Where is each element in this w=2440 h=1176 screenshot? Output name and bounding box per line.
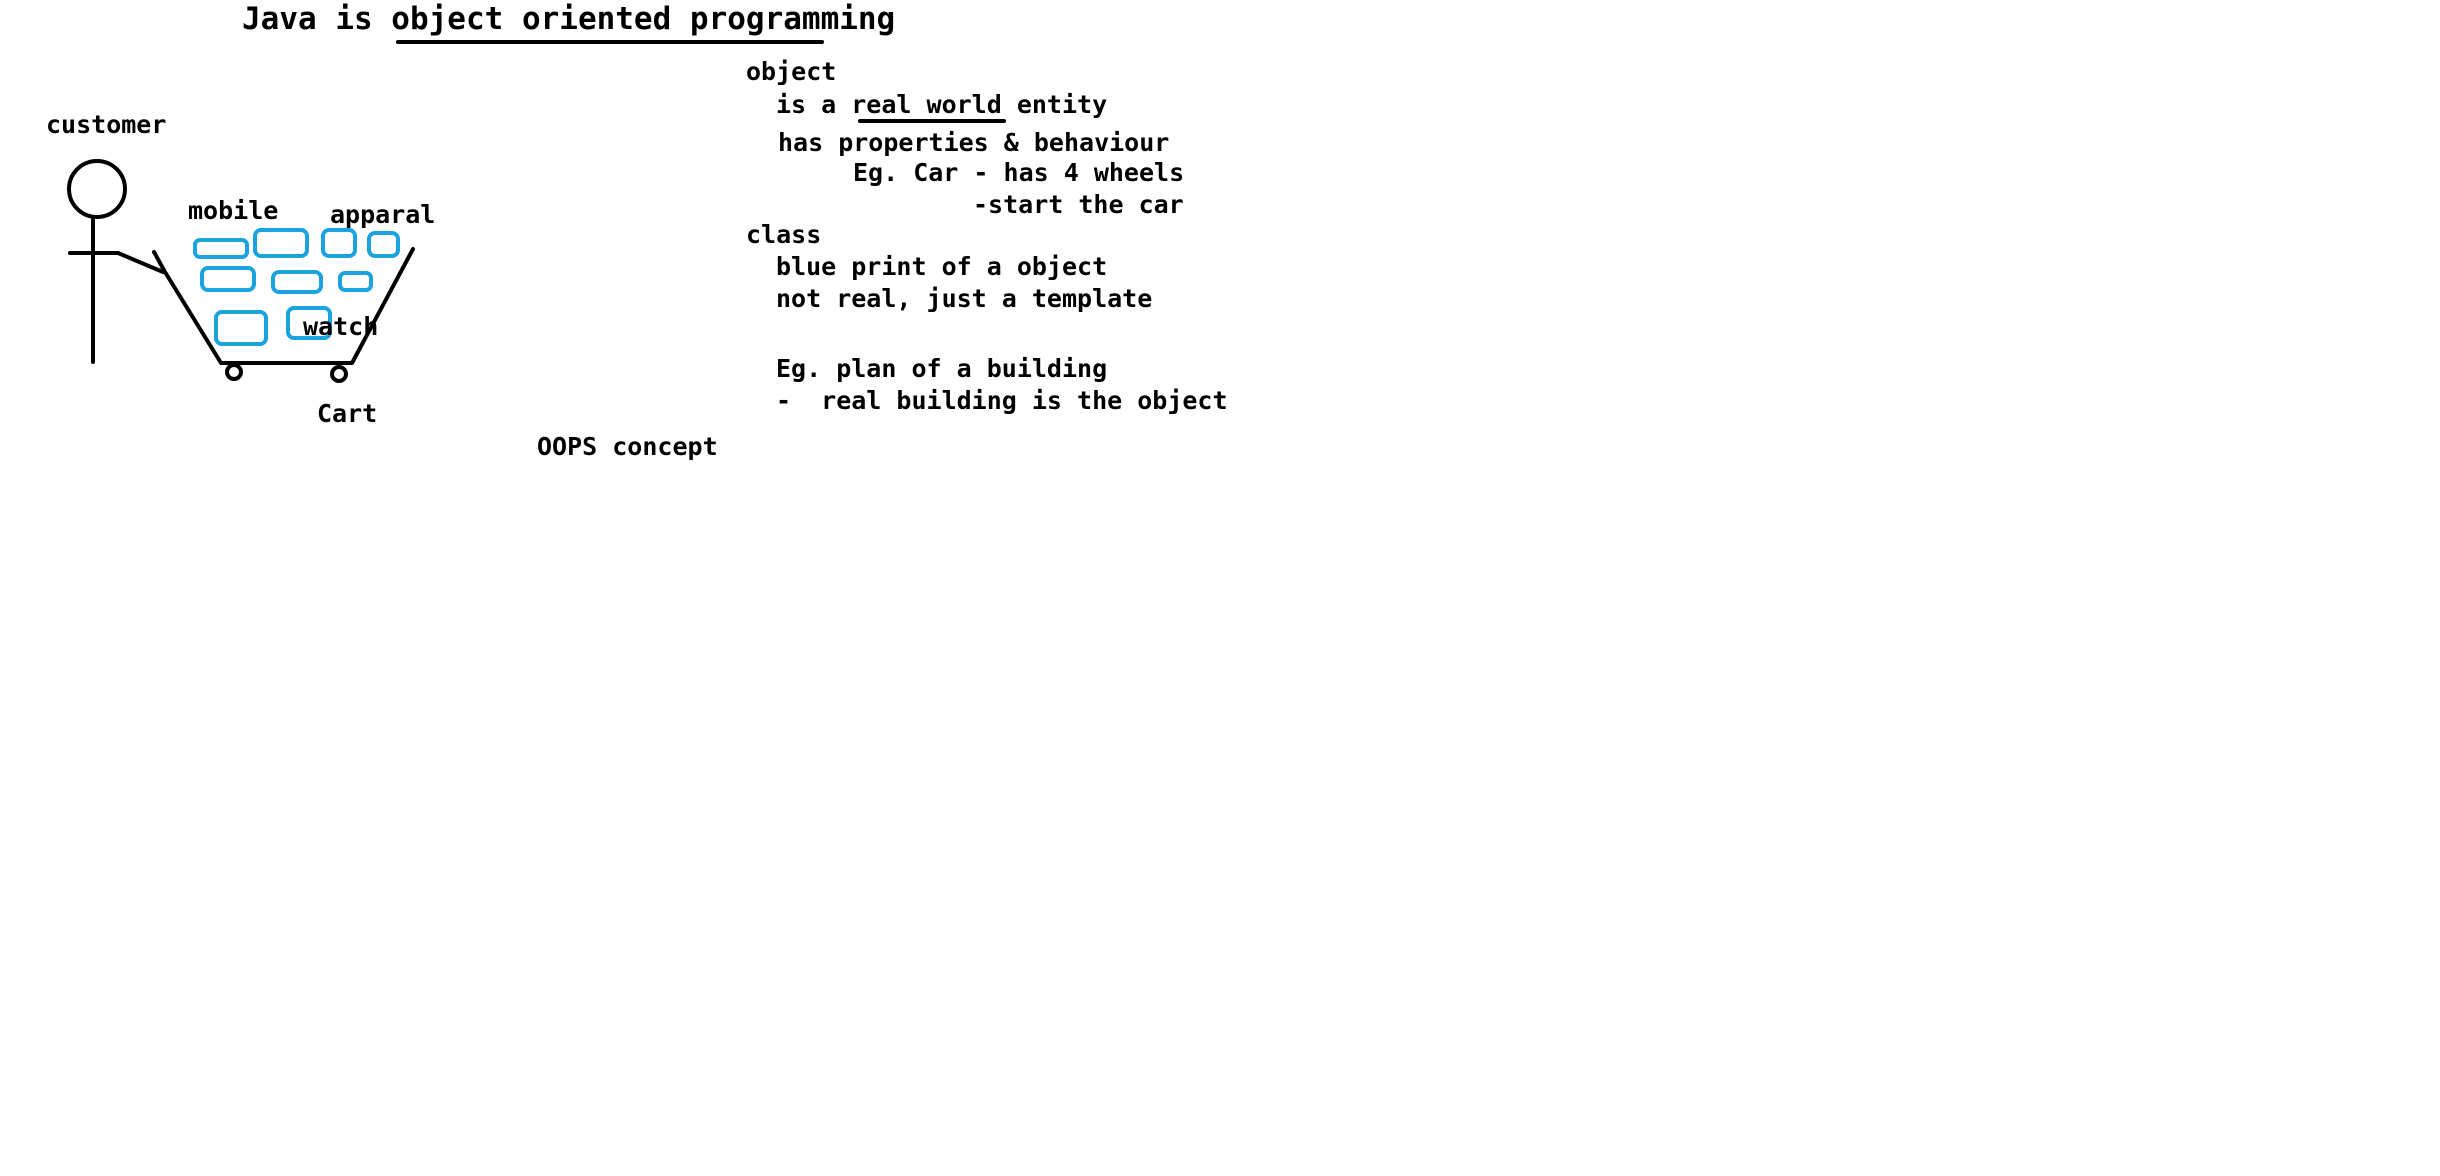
class-note-3: Eg. plan of a building [776,354,1108,383]
cart-item-box [193,238,249,259]
customer-head [67,159,127,219]
page-title: Java is object oriented programming [242,1,896,37]
object-note-1: is a real world entity [776,90,1108,119]
cart-item-box [214,310,268,346]
cart-item-box [338,271,373,292]
cart-drawing [152,247,415,383]
cart-item-box [321,228,357,258]
customer-label: customer [46,110,167,139]
class-heading: class [746,220,822,249]
class-note-1: blue print of a object [776,252,1108,281]
cart-item-box [200,266,256,292]
customer-hand [116,251,165,274]
apparal-label: apparal [330,200,436,229]
cart-label: Cart [317,399,378,428]
object-heading: object [746,57,837,86]
object-note-2: has properties & behaviour [778,128,1170,157]
object-note-4: -start the car [973,190,1184,219]
object-note-3: Eg. Car - has 4 wheels [853,158,1185,187]
oops-concept-label: OOPS concept [537,432,718,461]
mobile-label: mobile [188,196,279,225]
cart-basket [152,247,415,365]
cart-item-box [367,231,400,258]
class-note-4: - real building is the object [776,386,1228,415]
customer-figure [67,159,165,364]
cart-wheel-left [225,363,243,381]
cart-item-box [253,228,309,258]
cart-items [193,228,400,346]
cart-item-box [271,270,323,294]
watch-label: watch [303,312,379,341]
class-note-2: not real, just a template [776,284,1153,313]
cart-wheel-right [330,365,348,383]
cart-item-box [286,306,332,340]
